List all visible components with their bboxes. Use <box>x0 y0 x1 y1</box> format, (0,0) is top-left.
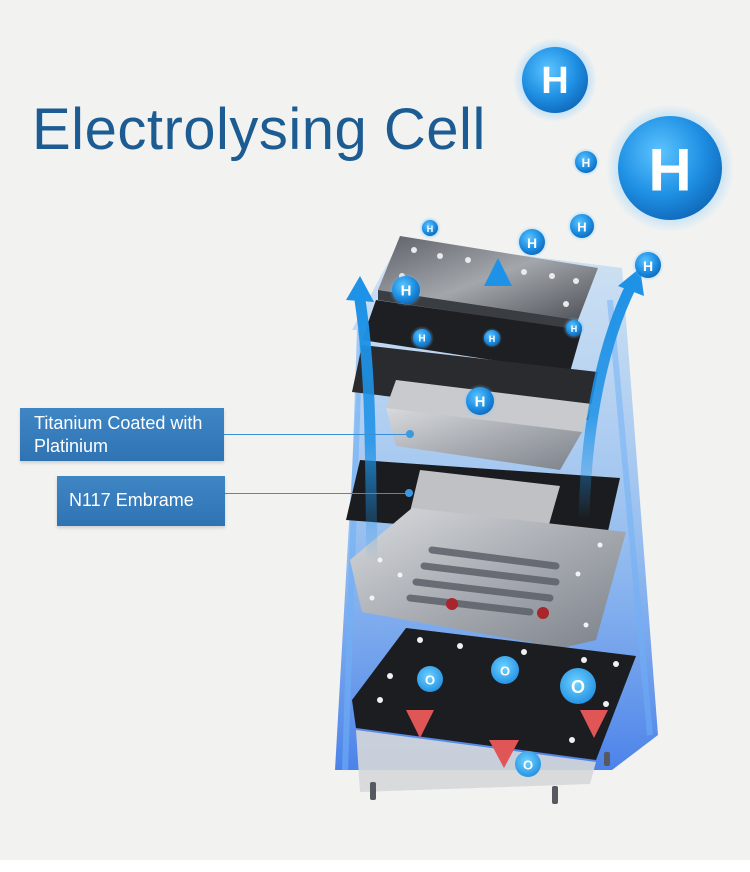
hydrogen-molecule-icon: H <box>482 328 502 348</box>
svg-text:H: H <box>475 394 486 411</box>
membrane-pointer-dot <box>405 489 413 497</box>
svg-text:H: H <box>571 324 578 334</box>
titanium-leader-line <box>224 434 410 435</box>
oxygen-molecule-icon: O <box>515 751 541 777</box>
hydrogen-molecule-icon: H <box>567 211 597 241</box>
svg-text:O: O <box>425 673 435 688</box>
membrane-label: N117 Embrame <box>57 476 225 526</box>
oxygen-molecule-icon: O <box>491 656 519 684</box>
hydrogen-molecule-icon: H <box>516 226 548 258</box>
svg-text:H: H <box>401 283 412 300</box>
hydrogen-molecule-icon: H <box>419 217 441 239</box>
down-arrow-icon <box>406 710 434 738</box>
svg-text:O: O <box>571 677 585 697</box>
up-arrow-icon <box>578 278 638 526</box>
oxygen-molecule-icon: O <box>560 668 596 704</box>
hydrogen-molecule-icon: H <box>606 104 734 232</box>
hydrogen-flow-arrows <box>346 258 644 566</box>
titanium-label: Titanium Coated with Platinium <box>20 408 224 461</box>
titanium-pointer-dot <box>406 430 414 438</box>
bottom-band <box>0 860 750 872</box>
hydrogen-molecule-icon: H <box>463 384 497 418</box>
svg-text:H: H <box>427 224 434 234</box>
svg-text:H: H <box>648 137 691 204</box>
hydrogen-molecules: H H H H H H H H H H H H <box>389 38 734 418</box>
svg-text:O: O <box>500 664 510 679</box>
hydrogen-molecule-icon: H <box>410 326 434 350</box>
flow-field-plate <box>350 508 626 648</box>
oxygen-molecule-icon: O <box>417 666 443 692</box>
membrane-leader-line <box>225 493 409 494</box>
up-arrow-icon <box>346 276 374 302</box>
hydrogen-molecule-icon: H <box>632 249 664 281</box>
up-arrow-icon <box>484 258 512 286</box>
hydrogen-molecule-icon: H <box>513 38 597 122</box>
down-arrow-icon <box>489 740 519 768</box>
svg-text:H: H <box>643 258 653 274</box>
down-arrow-icon <box>580 710 608 738</box>
svg-text:O: O <box>523 758 533 773</box>
oxygen-molecules: O O O O <box>417 656 596 777</box>
svg-text:H: H <box>582 156 591 170</box>
svg-text:H: H <box>577 220 586 235</box>
svg-text:H: H <box>527 235 537 251</box>
svg-text:H: H <box>541 60 568 102</box>
hydrogen-molecule-icon: H <box>389 273 423 307</box>
hydrogen-molecule-icon: H <box>572 148 600 176</box>
svg-text:H: H <box>489 334 496 344</box>
svg-text:H: H <box>418 334 425 345</box>
up-arrow-icon <box>354 294 378 566</box>
page-title: Electrolysing Cell <box>32 97 486 162</box>
hydrogen-molecule-icon: H <box>563 317 585 339</box>
